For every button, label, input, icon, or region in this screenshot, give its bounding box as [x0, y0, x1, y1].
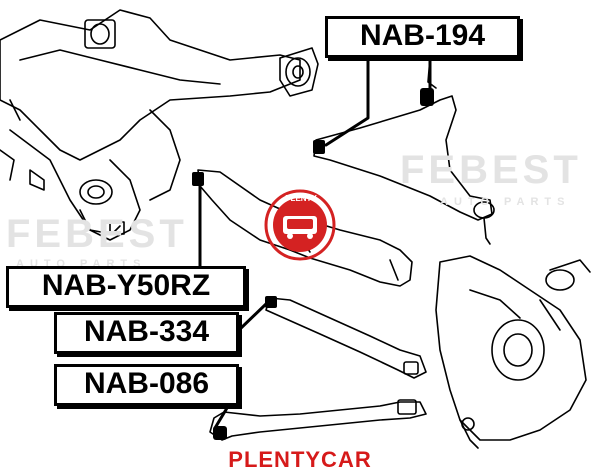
knuckle-drawing — [435, 255, 591, 449]
lateral-link-drawing — [209, 399, 427, 441]
part-label-nab-334: NAB-334 — [54, 312, 239, 354]
watermark-brand-left: FEBEST — [6, 212, 188, 256]
upper-control-arm-drawing — [313, 57, 495, 245]
watermark-sub-right: AUTO PARTS — [440, 196, 571, 208]
leader-lines — [198, 56, 432, 430]
part-label-nab-194: NAB-194 — [325, 16, 520, 58]
part-label-nab-y50rz: NAB-Y50RZ — [6, 266, 246, 308]
subframe-drawing — [0, 9, 319, 241]
toe-link-drawing — [265, 296, 427, 379]
seal-text: PLENTY — [285, 194, 317, 203]
part-label-nab-086: NAB-086 — [54, 364, 239, 406]
footer-brand: PLENTYCAR — [228, 447, 372, 472]
watermark-brand-right: FEBEST — [400, 148, 582, 192]
plentycar-seal — [264, 189, 336, 261]
